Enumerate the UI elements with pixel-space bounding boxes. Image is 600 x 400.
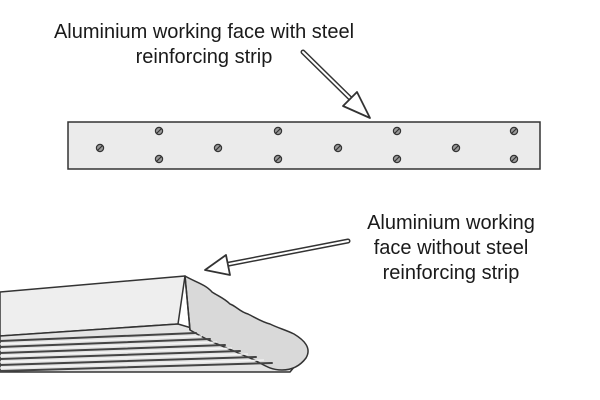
label-line: face without steel <box>373 237 529 259</box>
label-without-steel-strip: Aluminium working face without steel rei… <box>340 211 562 286</box>
screw-icon <box>392 154 402 164</box>
arrow-top <box>300 49 371 119</box>
screw-icon <box>509 126 519 136</box>
reinforced-strip <box>67 121 541 170</box>
screw-group <box>95 126 519 164</box>
label-with-steel-strip: Aluminium working face with steel reinfo… <box>12 20 396 70</box>
arrow-bottom <box>204 238 351 276</box>
profile-ribs <box>0 332 273 372</box>
screw-icon <box>509 154 519 164</box>
screw-icon <box>213 143 223 153</box>
screw-icon <box>392 126 402 136</box>
label-line: Aluminium working face with steel <box>53 21 355 43</box>
screw-icon <box>273 126 283 136</box>
screw-icon <box>95 143 105 153</box>
label-line: reinforcing strip <box>382 262 520 284</box>
screw-icon <box>273 154 283 164</box>
screw-icon <box>154 154 164 164</box>
screw-icon <box>451 143 461 153</box>
profile-rib-highlights <box>0 335 265 369</box>
screw-icon <box>154 126 164 136</box>
label-line: reinforcing strip <box>135 46 273 68</box>
screw-icon <box>333 143 343 153</box>
label-line: Aluminium working <box>367 212 535 234</box>
